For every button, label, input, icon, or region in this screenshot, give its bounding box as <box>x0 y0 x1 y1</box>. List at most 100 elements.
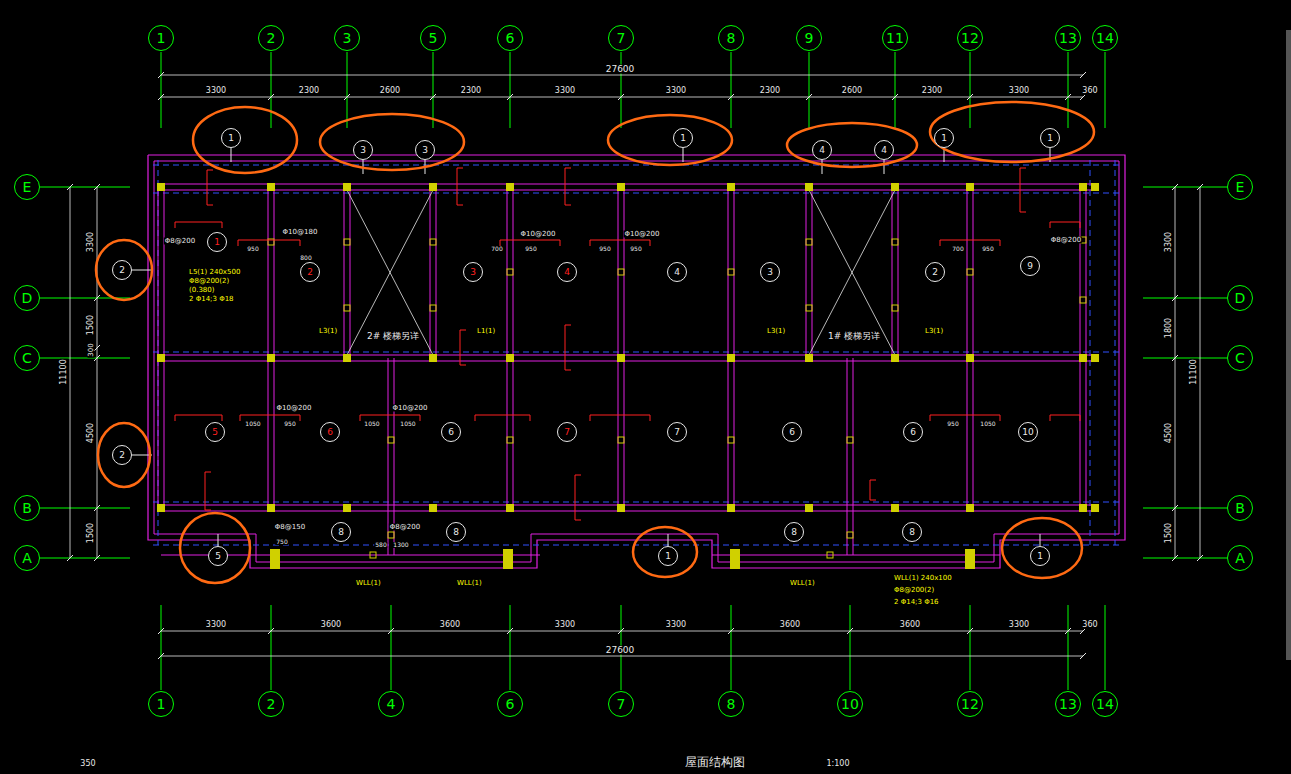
dimension-tick <box>967 94 973 100</box>
slab-mark-text: 8 <box>453 528 459 537</box>
beam <box>853 358 854 555</box>
markup-circle <box>608 115 732 165</box>
section-line <box>132 270 152 271</box>
column <box>806 305 812 311</box>
rebar-length: 1300 <box>392 542 409 548</box>
dimension-text: 2600 <box>379 87 401 95</box>
column <box>617 354 625 362</box>
parapet-outline <box>148 155 1125 568</box>
grid-bubble-text: 13 <box>1059 31 1077 45</box>
rebar-mark <box>175 222 222 223</box>
rebar-mark <box>1050 222 1051 228</box>
beam <box>344 187 345 358</box>
rebar-length: 580 <box>374 542 387 548</box>
rebar-mark <box>530 415 531 421</box>
grid-bubble: 2 <box>258 25 284 51</box>
markup-circle <box>787 123 917 167</box>
column <box>1079 183 1087 191</box>
dimension-text: 3300 <box>554 87 576 95</box>
slab-mark-text: 8 <box>791 528 797 537</box>
dimension-tick <box>158 94 164 100</box>
dimension-tick <box>1197 184 1203 190</box>
grid-line <box>40 558 130 559</box>
slab-mark-text: 6 <box>910 428 916 437</box>
dimension-text: 4500 <box>87 422 95 444</box>
section-marker: 3 <box>415 140 435 160</box>
rebar-label: Φ10@180 <box>282 229 319 236</box>
grid-bubble: E <box>14 174 40 200</box>
dimension-tick <box>847 628 853 634</box>
rebar-mark <box>1080 415 1081 421</box>
rebar-mark <box>1000 240 1001 246</box>
dimension-tick <box>94 555 100 561</box>
rebar-label: Φ8@200 <box>389 524 421 531</box>
grid-bubble-text: 2 <box>267 697 276 711</box>
column <box>157 504 165 512</box>
dimension-tick <box>728 628 734 634</box>
rebar-label: Φ8@150 <box>274 524 306 531</box>
column <box>429 183 437 191</box>
grid-bubble-text: 4 <box>387 697 396 711</box>
rebar-mark <box>565 325 566 370</box>
grid-bubble-text: C <box>1235 351 1245 365</box>
slab-mark: 9 <box>1020 256 1040 276</box>
rebar-mark <box>1050 222 1080 223</box>
slab-mark-text: 3 <box>470 268 476 277</box>
grid-line <box>1105 605 1106 690</box>
rebar-length: 950 <box>283 421 296 427</box>
column <box>388 437 394 443</box>
beam-label: L3(1) <box>318 328 338 335</box>
rebar-mark <box>460 330 461 365</box>
dimension-text: 360 <box>1081 621 1098 629</box>
dimension-text: 2300 <box>298 87 320 95</box>
grid-bubble: 12 <box>957 25 983 51</box>
grid-bubble-text: C <box>22 351 32 365</box>
slab-mark-text: 10 <box>1022 428 1033 437</box>
slab-mark-text: 8 <box>338 528 344 537</box>
column <box>965 549 975 569</box>
rebar-mark <box>565 205 571 206</box>
dimension-tick <box>94 345 100 351</box>
dimension-text: 3300 <box>665 621 687 629</box>
markup-circle <box>320 114 464 170</box>
beam <box>898 187 899 358</box>
grid-bubble: C <box>14 345 40 371</box>
slab-mark-text: 8 <box>909 528 915 537</box>
markup-circle <box>96 240 152 300</box>
column <box>430 305 436 311</box>
column <box>1091 504 1099 512</box>
column <box>966 183 974 191</box>
section-marker-text: 5 <box>215 552 221 561</box>
slab-edge <box>158 160 159 545</box>
dimension-tick <box>268 628 274 634</box>
grid-line <box>433 52 434 128</box>
column <box>728 437 734 443</box>
column <box>1091 354 1099 362</box>
dimension-tick <box>158 628 164 634</box>
beam <box>161 511 1095 512</box>
column <box>966 354 974 362</box>
column <box>343 354 351 362</box>
grid-bubble: 13 <box>1055 25 1081 51</box>
grid-line <box>1105 52 1106 128</box>
slab-mark: 3 <box>463 262 483 282</box>
beam-label: L3(1) <box>924 328 944 335</box>
column <box>267 504 275 512</box>
grid-line <box>731 605 732 690</box>
slab-edge <box>153 502 1120 503</box>
beam <box>268 187 269 508</box>
beam <box>350 187 351 358</box>
dimension-text: 3600 <box>899 621 921 629</box>
dimension-tick <box>268 94 274 100</box>
rebar-mark <box>1050 415 1080 416</box>
grid-bubble: A <box>14 545 40 571</box>
dimension-text: 2300 <box>759 87 781 95</box>
rebar-mark <box>238 240 300 241</box>
dimension-text: 3300 <box>1008 621 1030 629</box>
rebar-mark <box>205 472 206 510</box>
rebar-length: 700 <box>951 246 964 252</box>
beam-label: WLL(1) <box>789 580 816 587</box>
grid-bubble: 14 <box>1092 25 1118 51</box>
grid-bubble-text: E <box>1236 180 1245 194</box>
rebar-mark <box>300 415 301 421</box>
